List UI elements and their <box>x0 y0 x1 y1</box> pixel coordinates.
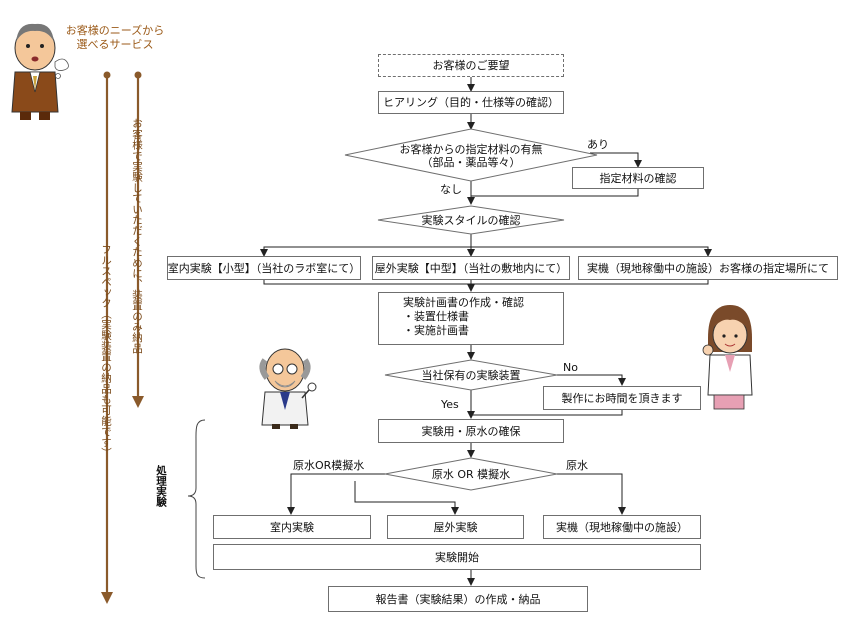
equip-decision: 当社保有の実験装置 <box>421 369 521 382</box>
request-text: お客様のご要望 <box>432 59 510 72</box>
plan-title: 実験計画書の作成・確認 <box>403 296 524 309</box>
manufacture-time-box: 製作にお時間を頂きます <box>543 386 701 410</box>
request-box: お客様のご要望 <box>378 54 564 77</box>
service-note-line1: お客様のニーズから <box>65 24 165 37</box>
indoor-exp-text: 室内実験 <box>270 520 314 534</box>
outdoor-exp-text: 屋外実験 <box>433 520 478 534</box>
branch-label-ari: あり <box>587 138 609 151</box>
indoor-small-box: 室内実験【小型】（当社のラボ室にて） <box>167 256 361 280</box>
treatment-experiment-label: 処理実験 <box>155 465 167 507</box>
doctor-illustration <box>702 305 753 410</box>
start-box: 実験開始 <box>213 544 701 570</box>
indoor-small-text: 室内実験【小型】（当社のラボ室にて） <box>167 261 361 275</box>
report-box: 報告書（実験結果）の作成・納品 <box>328 586 588 612</box>
device-only-label: お客様で実験していただくために、装置のみ納品 <box>131 118 143 354</box>
full-spec-label: フルスペック（実験装置の納品も可能です） <box>100 244 112 458</box>
plan-item-spec: ・装置仕様書 <box>403 310 469 323</box>
start-text: 実験開始 <box>435 550 479 564</box>
branch-label-raw: 原水 <box>566 459 588 472</box>
material-check-box: 指定材料の確認 <box>572 167 704 189</box>
treatment-bracket <box>187 419 206 579</box>
businessman-illustration <box>11 23 69 120</box>
onsite-exp-box: 実機（現地稼働中の施設） <box>543 515 701 539</box>
water-secure-box: 実験用・原水の確保 <box>378 419 564 443</box>
service-note: お客様のニーズから 選べるサービス <box>58 24 172 52</box>
outdoor-medium-box: 屋外実験【中型】（当社の敷地内にて） <box>372 256 570 280</box>
outdoor-medium-text: 屋外実験【中型】（当社の敷地内にて） <box>374 261 568 275</box>
onsite-exp-text: 実機（現地稼働中の施設） <box>556 520 688 534</box>
branch-label-yes: Yes <box>441 398 459 411</box>
equip-decision-shape <box>384 359 558 391</box>
branch-label-no: No <box>563 361 578 374</box>
water-secure-text: 実験用・原水の確保 <box>421 424 521 438</box>
hearing-box: ヒアリング（目的・仕様等の確認） <box>378 91 564 114</box>
indoor-exp-box: 室内実験 <box>213 515 371 539</box>
branch-label-raw-or-sim: 原水OR模擬水 <box>293 459 365 472</box>
style-decision: 実験スタイルの確認 <box>421 214 521 227</box>
outdoor-exp-box: 屋外実験 <box>387 515 524 539</box>
material-decision-line1: お客様からの指定材料の有無 <box>399 143 543 156</box>
plan-box: 実験計画書の作成・確認 ・装置仕様書 ・実施計画書 <box>378 292 564 345</box>
water-decision: 原水 OR 模擬水 <box>431 468 511 481</box>
material-decision-shape <box>344 128 598 182</box>
professor-illustration <box>259 348 317 429</box>
material-decision-line2: （部品・薬品等々） <box>421 156 521 169</box>
manufacture-time-text: 製作にお時間を頂きます <box>561 391 683 405</box>
onsite-machine-text: 実機（現地稼働中の施設）お客様の指定場所にて <box>587 261 829 275</box>
plan-item-schedule: ・実施計画書 <box>403 324 469 337</box>
branch-label-nashi: なし <box>440 183 462 196</box>
report-text: 報告書（実験結果）の作成・納品 <box>375 592 541 606</box>
style-decision-shape <box>377 205 565 235</box>
material-decision: お客様からの指定材料の有無 （部品・薬品等々） <box>378 143 564 169</box>
material-check-text: 指定材料の確認 <box>599 171 677 185</box>
water-decision-shape <box>384 457 558 491</box>
onsite-machine-box: 実機（現地稼働中の施設）お客様の指定場所にて <box>578 256 838 280</box>
service-note-line2: 選べるサービス <box>76 38 154 51</box>
hearing-text: ヒアリング（目的・仕様等の確認） <box>383 96 559 109</box>
